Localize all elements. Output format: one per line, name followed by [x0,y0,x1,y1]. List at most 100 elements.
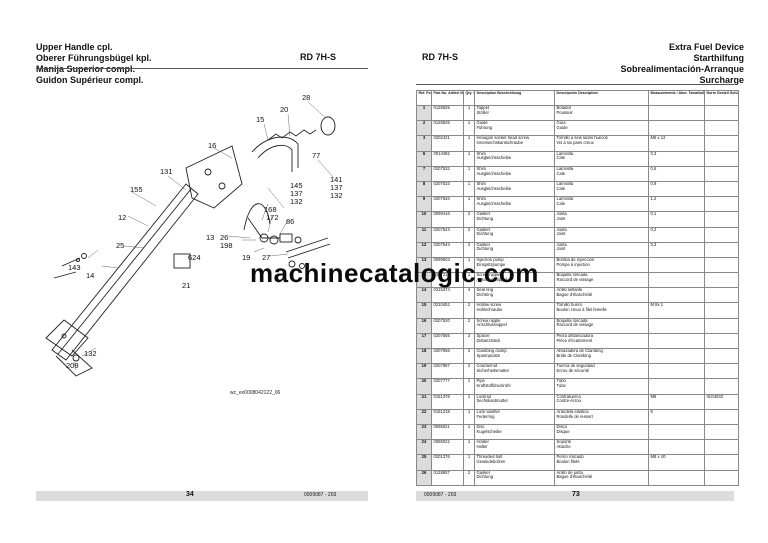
cell-ref-pos: 17 [416,332,432,350]
cell-description-line: Ausgleichsscheibe [476,170,512,176]
callout-143: 143 [68,263,81,272]
cell-ref-pos: 18 [416,347,432,365]
callout-624: 624 [188,253,201,262]
col-norm: Norm Gestell Schlüsselweit [704,90,739,106]
cell-qty-line: 1 [467,166,471,171]
cell-measurements [648,378,705,395]
cell-qty: 2 [463,347,475,365]
cell-ref-pos: 8 [416,180,432,198]
cell-description-line: Holder [476,439,489,445]
cell-qty-line: 1 [467,181,471,186]
title-line-de: Oberer Führungsbügel kpl. [36,53,152,63]
callout-25: 25 [116,241,124,250]
cell-descripcion-line: Joint [556,231,566,237]
cell-qty-line: 2 [467,211,471,217]
cell-measurements [648,439,705,456]
col-description: Description Beschreibung [474,90,555,106]
cell-ref-pos-line: 14 [421,287,427,293]
cell-descripcion-line: Junta [556,211,567,217]
cell-qty-line: 1 [467,120,471,126]
cell-descripcion-line: Pieza distanciadora [556,333,594,338]
cell-qty-line: 2 [467,227,471,232]
cell-part-no-line: 0151376 [433,394,450,399]
cell-part-no: 0095021 [431,423,464,441]
cell-part-no: 0126526 [431,120,464,137]
cell-qty-line: 1 [467,105,471,110]
cell-qty-line: 1 [467,196,471,202]
cell-measurements-line: 0,3 [650,242,657,247]
cell-ref-pos: 20 [416,378,432,395]
cell-ref-pos: 6 [416,150,432,167]
cell-norm [704,347,739,365]
cell-measurements [648,332,705,350]
cell-descripcion-line: Bague d'étanchéité [556,474,593,480]
cell-measurements: M8 [648,393,705,410]
cell-ref-pos-line: 9 [422,196,426,202]
callout-16: 16 [208,141,216,150]
cell-part-no-line: 0207556 [433,348,450,353]
callout-132b: 132 [290,197,303,206]
cell-descripcion-line: Disco [556,424,567,429]
cell-ref-pos-line: 24 [421,439,427,445]
cell-description-line: Clambing clamp [476,348,507,353]
cell-descripcion-line: Tuerca de seguridad [556,363,595,369]
cell-part-no: 0207532 [431,165,464,182]
cell-description-line: Tappet [476,105,490,110]
cell-descripcion-line: Attache [556,443,571,449]
cell-qty-line: 1 [467,272,471,278]
cell-norm-line: ISO4032 [706,394,724,399]
callout-28: 28 [302,93,310,102]
cell-ref-pos-line: 7 [422,166,426,171]
cell-descripcion-line: Raccord de vissage [556,276,594,282]
cell-measurements-line: 0,6 [650,166,657,171]
cell-qty-line: 1 [467,135,471,141]
cell-description-line: Anschlussnippel [476,322,507,328]
cell-qty: 1 [463,180,475,198]
cell-description-line: Dichtung [476,474,494,480]
cell-descripcion-line: Tubo [556,378,566,384]
cell-ref-pos-line: 1 [422,105,426,110]
cell-measurements [648,256,705,274]
cell-norm [704,469,739,486]
cell-measurements: M 8x 1 [648,302,705,319]
cell-part-no: 0095022 [431,439,464,456]
cell-norm [704,317,739,334]
cell-measurements-line: 0,2 [650,227,657,232]
cell-descripcion-line: Vis à six pans creux [556,140,594,146]
cell-qty: 1 [463,378,475,395]
callout-131: 131 [160,167,173,176]
cell-ref-pos: 1 [416,104,432,122]
cell-ref-pos: 2 [416,120,432,137]
cell-norm [704,439,739,456]
cell-part-no-line: 0099416 [433,211,450,217]
cell-description-line: Shim [476,196,487,202]
cell-ref-pos: 11 [416,226,432,243]
cell-qty: 2 [463,317,475,334]
cell-description-line: Dichtung [476,231,494,237]
top-rule [416,84,734,85]
cell-descripcion-line: Tornillo hueco [556,302,583,308]
cell-qty: 1 [463,135,475,152]
cell-qty: 2 [463,363,475,380]
cell-qty-line: 2 [467,363,471,369]
cell-norm [704,180,739,198]
cell-measurements [648,104,705,122]
col-measurements: Measurements / Abm. Tamaño/Detalles [648,90,705,106]
callout-198: 198 [220,241,233,250]
cell-description-line: Distanzstück [476,337,501,343]
